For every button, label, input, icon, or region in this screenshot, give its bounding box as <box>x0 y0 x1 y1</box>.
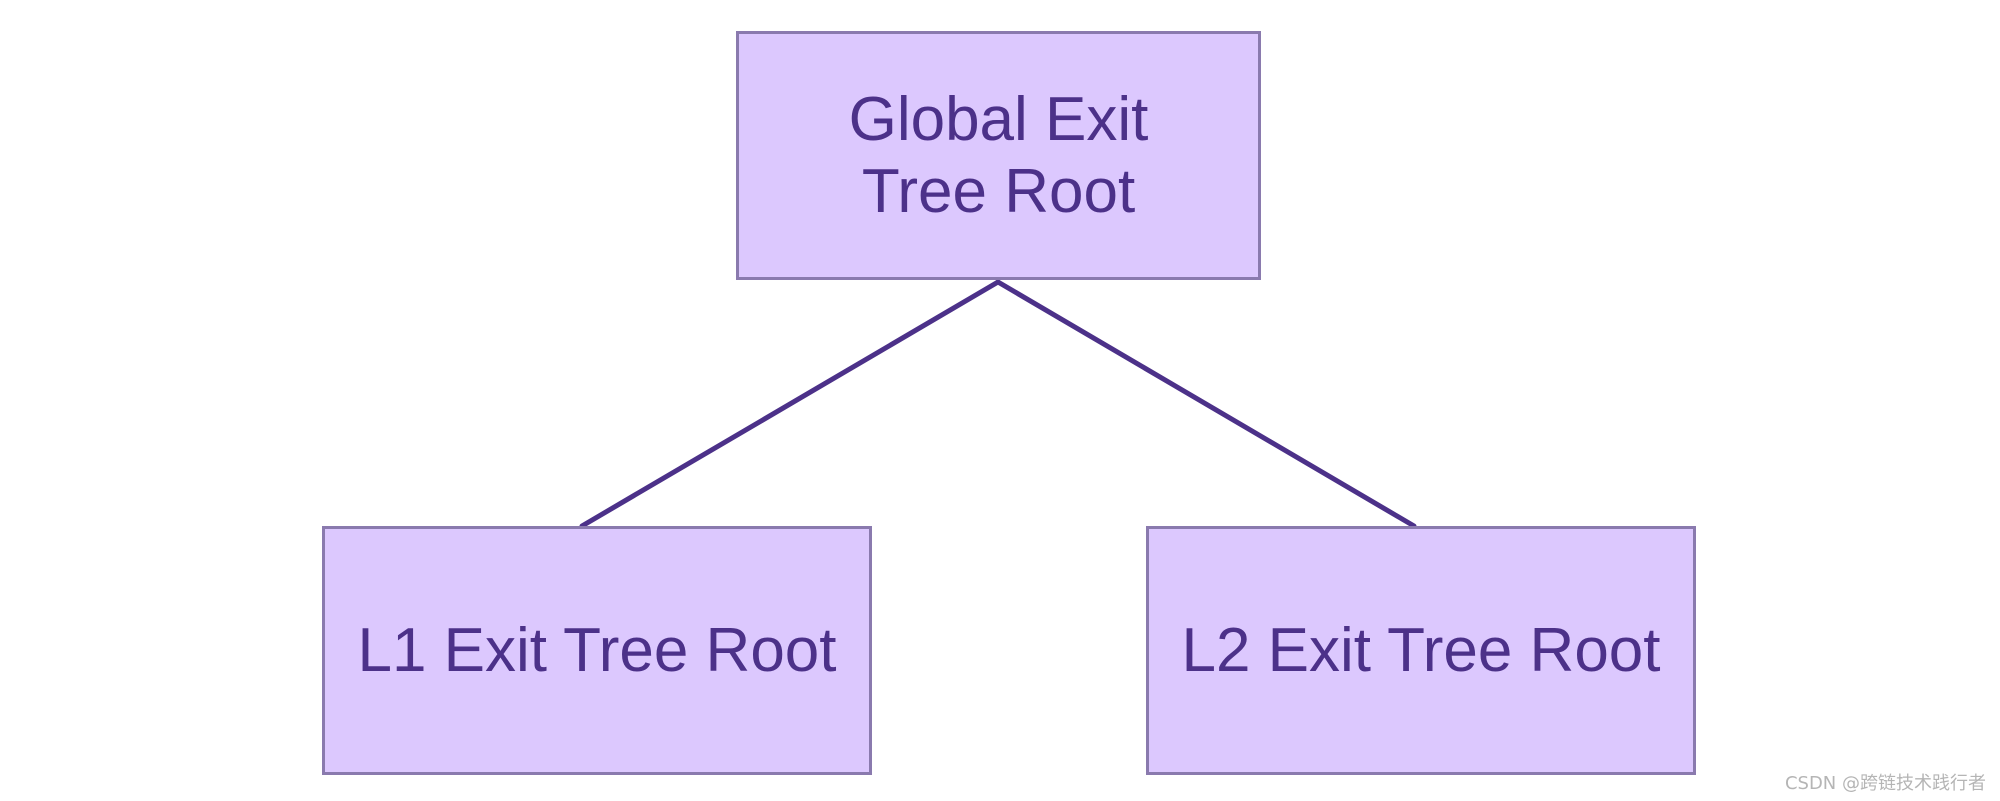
node-l1-label: L1 Exit Tree Root <box>357 615 837 685</box>
node-l1-exit-tree-root: L1 Exit Tree Root <box>322 526 872 775</box>
node-root-label: Global Exit Tree Root <box>848 84 1149 226</box>
node-l2-label: L2 Exit Tree Root <box>1181 615 1661 685</box>
node-global-exit-tree-root: Global Exit Tree Root <box>736 31 1261 280</box>
edge-root-to-l2 <box>995 279 1417 529</box>
edge-root-to-l1 <box>579 279 1001 529</box>
watermark-text: CSDN @跨链技术践行者 <box>1784 773 1986 794</box>
node-l2-exit-tree-root: L2 Exit Tree Root <box>1146 526 1696 775</box>
